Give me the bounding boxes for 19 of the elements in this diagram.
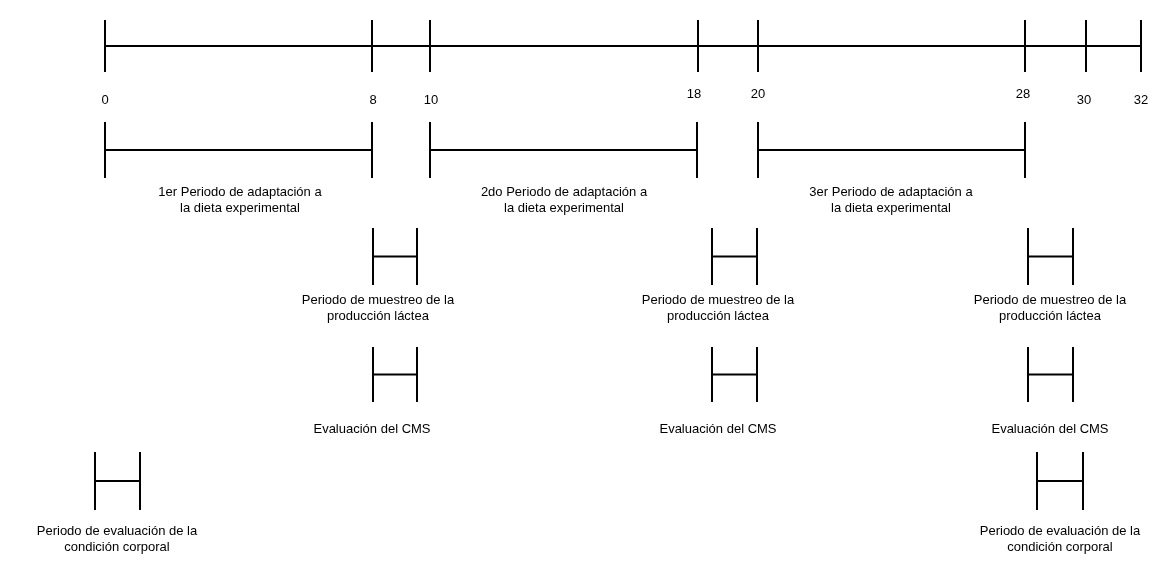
period-label: 1er Periodo de adaptación a la dieta experimental [157,184,323,216]
period-label: Periodo de muestreo de la producción láctea [640,292,796,324]
tick-label: 8 [368,92,378,108]
period-label: Periodo de muestreo de la producción láctea [300,292,456,324]
period-label: Evaluación del CMS [658,421,778,437]
tick-label: 0 [100,92,110,108]
period-label: 2do Periodo de adaptación a la dieta experimental [479,184,649,216]
period-label: 3er Periodo de adaptación a la dieta experimental [808,184,974,216]
period-label: Periodo de evaluación de la condición corporal [978,523,1142,555]
period-label: Evaluación del CMS [990,421,1110,437]
tick-label: 32 [1132,92,1150,108]
tick-label: 10 [422,92,440,108]
tick-label: 18 [685,86,703,102]
tick-label: 28 [1014,86,1032,102]
period-label: Periodo de muestreo de la producción láctea [972,292,1128,324]
period-label: Evaluación del CMS [312,421,432,437]
tick-label: 30 [1075,92,1093,108]
tick-label: 20 [749,86,767,102]
period-label: Periodo de evaluación de la condición corporal [35,523,199,555]
